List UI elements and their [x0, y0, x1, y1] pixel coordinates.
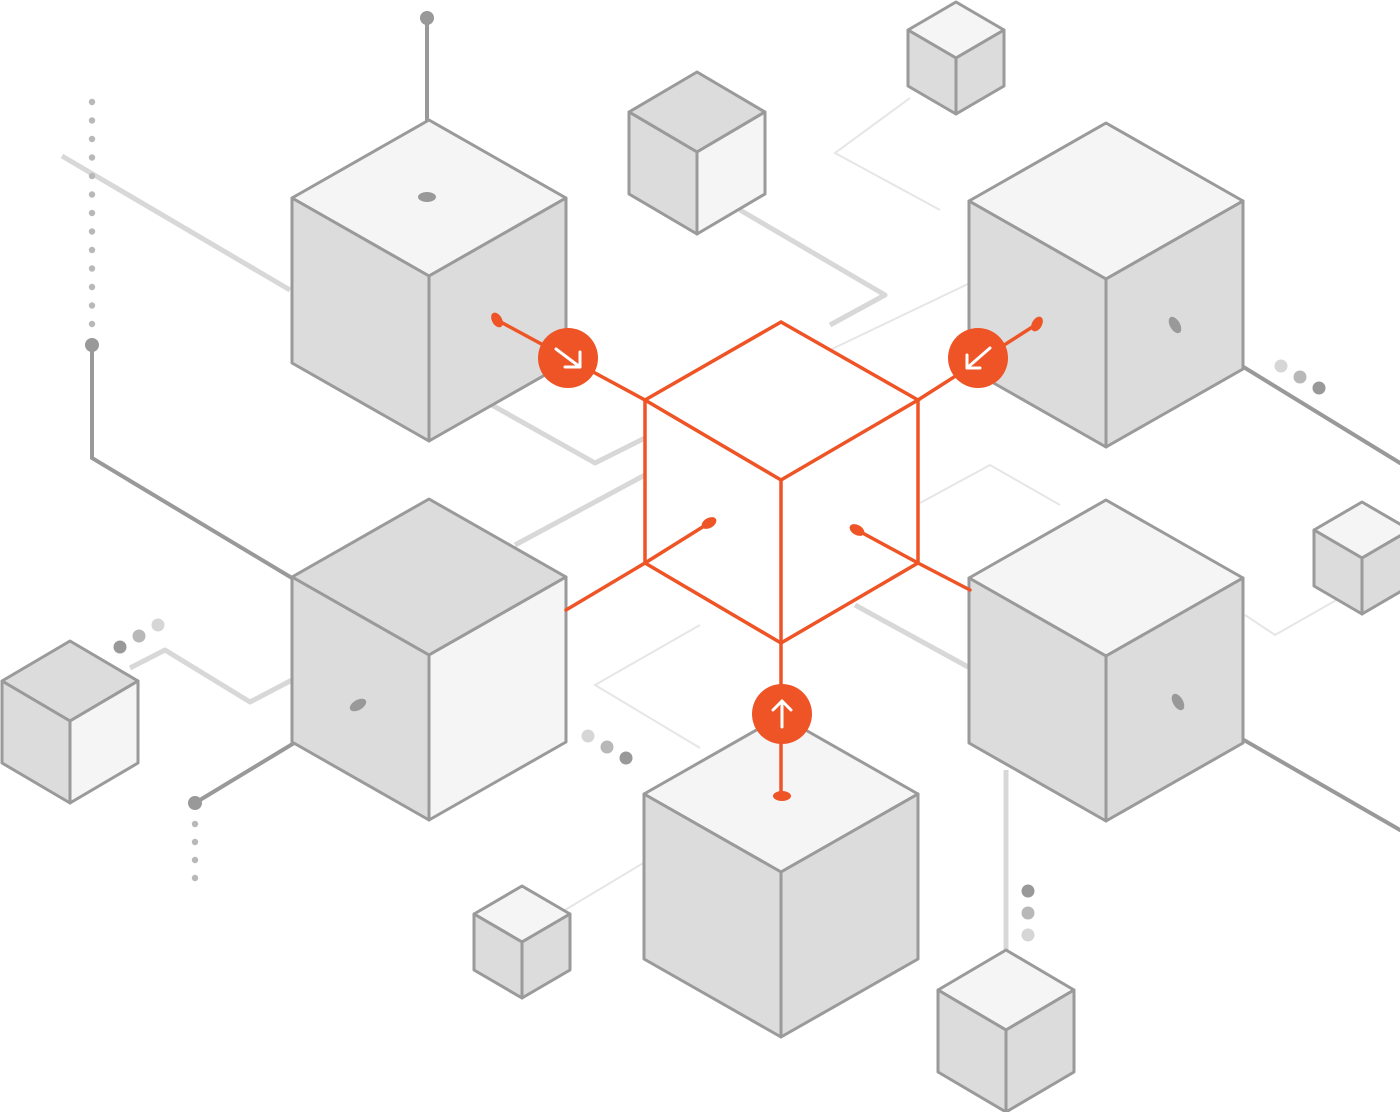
- arrow-down-left-icon: [948, 328, 1008, 388]
- pin-right-lower-end: [1171, 693, 1185, 711]
- cube-large-top-right: [967, 121, 1245, 449]
- orange-link-inner-right: [855, 528, 920, 565]
- orange-pin-top-right: [1031, 316, 1043, 332]
- dot-triplet-right: [1274, 359, 1288, 373]
- orange-pin-inner-left: [701, 517, 717, 529]
- connector-top-right-cube: [833, 97, 941, 211]
- dark-pin-ends: [85, 11, 1185, 810]
- orange-pin-bottom: [773, 791, 791, 801]
- dotted-column-bottom-left-dot: [191, 856, 199, 864]
- dot-triplet-center: [619, 751, 633, 765]
- connector-bottom-center: [593, 624, 701, 749]
- dot-triplet-vertical: [1021, 928, 1035, 942]
- cube-small-top-center-right-face: [695, 110, 767, 236]
- cube-large-top-left: [290, 118, 568, 443]
- pin-bottom-left-dot: [188, 796, 202, 810]
- dot-triplet-left: [113, 640, 127, 654]
- cube-large-middle-right: [967, 498, 1245, 823]
- cube-small-bottom-right: [936, 948, 1076, 1112]
- cube-small-right-edge: [1312, 500, 1400, 616]
- dotted-column-bottom-left-dot: [191, 820, 199, 828]
- connector-center-track: [738, 207, 888, 328]
- pin-top-end: [418, 192, 436, 202]
- connector-bottom-small-cube: [564, 861, 646, 911]
- dotted-column-left-dot: [88, 228, 96, 235]
- dotted-column-left-dot: [88, 302, 96, 309]
- cube-small-right-edge-right-face: [1360, 534, 1400, 616]
- connector-left-track: [60, 153, 292, 293]
- orange-link-bottom-left: [564, 561, 647, 612]
- arrow-up-icon: [752, 684, 812, 744]
- dot-triplet-center: [581, 729, 595, 743]
- cube-small-left-right-face: [68, 679, 140, 805]
- cube-large-bottom-center: [642, 714, 920, 1039]
- pin-top-dot: [420, 11, 434, 25]
- connector-center-left: [513, 472, 647, 548]
- dotted-column-bottom-left-dot: [191, 838, 199, 846]
- cube-small-top-right-right-face: [954, 28, 1006, 116]
- orange-link-inner-left: [643, 521, 711, 565]
- dotted-column-left-dot: [88, 191, 96, 198]
- dot-triplet-left: [132, 629, 146, 643]
- orange-link-bottom-right: [916, 561, 972, 592]
- cube-large-middle-left: [290, 497, 568, 822]
- pin-right-upper-end: [1168, 316, 1182, 334]
- dotted-column-left-dot: [88, 320, 96, 328]
- cube-small-top-right: [906, 0, 1006, 116]
- cube-small-bottom-right-right-face: [1004, 988, 1076, 1112]
- pin-left-dot: [85, 338, 99, 352]
- dotted-column-left-dot: [88, 117, 96, 124]
- dotted-column-left-dot: [88, 209, 96, 217]
- dotted-column-left-dot: [88, 154, 96, 161]
- dotted-column-left-dot: [88, 246, 96, 254]
- cube-large-middle-left-right-face: [427, 575, 568, 822]
- cube-small-top-center: [627, 70, 767, 236]
- dotted-column-left-dot: [88, 98, 96, 106]
- dot-triplet-right: [1312, 381, 1326, 395]
- dot-triplet-vertical: [1021, 884, 1035, 898]
- dotted-column-left-dot: [88, 283, 96, 291]
- cube-small-bottom-right-left-face: [936, 988, 1008, 1112]
- central-cube-top-face: [641, 319, 922, 483]
- connector-left-loop: [488, 401, 647, 466]
- decorative-dots: [88, 98, 1326, 942]
- dotted-column-bottom-left-dot: [191, 874, 199, 882]
- connector-far-left: [128, 647, 294, 705]
- background-connectors: [564, 97, 1341, 911]
- arrow-down-right-icon: [538, 328, 598, 388]
- cube-small-left: [0, 639, 140, 805]
- cube-small-bottom-left: [472, 884, 572, 1000]
- connector-right-upper: [829, 282, 971, 351]
- connector-left-elbow: [90, 343, 294, 580]
- connector-center-right: [853, 602, 972, 671]
- dot-triplet-center: [600, 740, 614, 754]
- central-cube-outline: [641, 319, 922, 646]
- cube-large-bottom-center-right-face: [779, 792, 920, 1039]
- dotted-column-left-dot: [88, 265, 96, 272]
- background-thick-connectors: [60, 153, 1009, 955]
- cube-small-bottom-left-right-face: [520, 912, 572, 1000]
- dot-triplet-vertical: [1021, 906, 1035, 920]
- dotted-column-left-dot: [88, 172, 96, 180]
- dot-triplet-left: [151, 618, 165, 632]
- connector-right-lower: [1244, 597, 1341, 637]
- dotted-column-left-dot: [88, 135, 96, 143]
- pin-bottom-left-end: [349, 698, 367, 712]
- dot-triplet-right: [1293, 370, 1307, 384]
- orange-pin-top-left: [491, 312, 503, 328]
- connector-right-middle: [919, 463, 1061, 506]
- orange-pin-inner-right: [849, 524, 865, 536]
